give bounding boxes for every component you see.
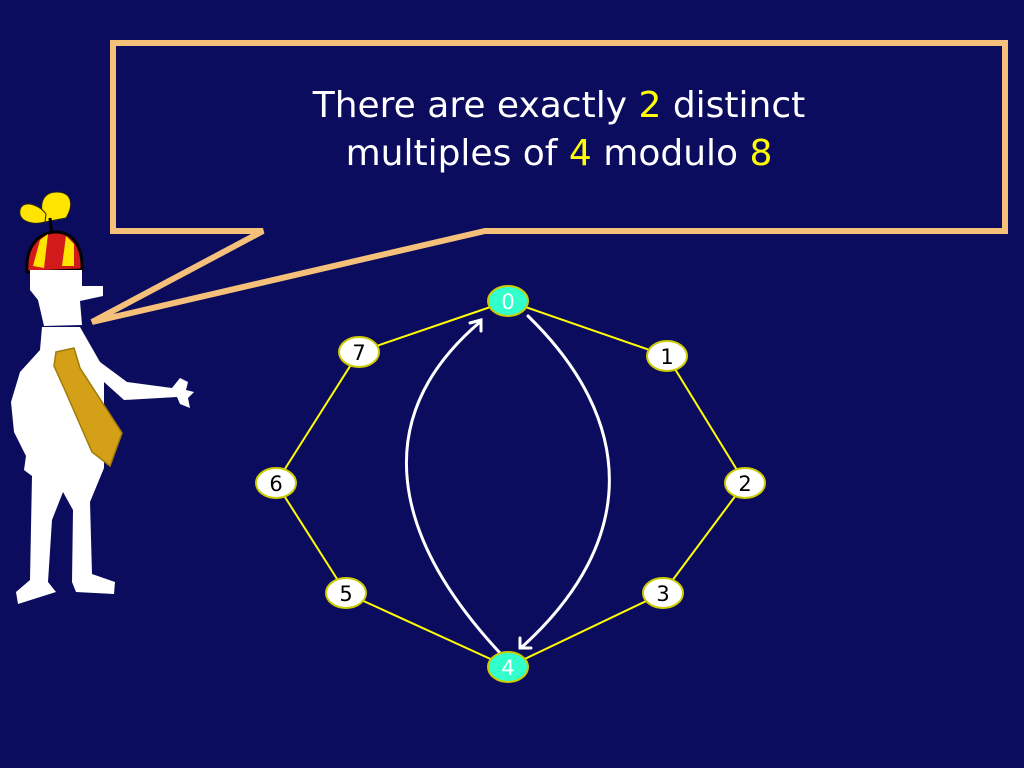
ring-edges [275,300,746,668]
node-3-label: 3 [656,582,669,606]
node-4-label: 4 [501,656,514,680]
propeller-icon [19,191,72,237]
professor-figure [11,191,194,604]
node-5: 5 [325,577,367,609]
ring-edge [358,300,509,353]
body [11,327,194,604]
ring-edge [507,592,664,668]
arrow-4-to-0-head [468,318,483,333]
caption-text: modulo [591,133,750,174]
node-3: 3 [642,577,684,609]
arrow-0-to-4-head [518,636,533,650]
node-7: 7 [338,336,380,368]
tie-icon [53,347,123,468]
speech-bubble-caption: There are exactly 2 distinct multiples o… [113,82,1005,178]
head [30,270,103,326]
node-7-label: 7 [352,341,365,365]
caption-text: There are exactly [312,85,639,126]
caption-line-1: There are exactly 2 distinct [113,82,1005,130]
ring-edge [275,351,360,484]
caption-number: 8 [749,133,773,174]
node-5-label: 5 [339,582,352,606]
ring-edge [662,482,746,594]
caption-line-2: multiples of 4 modulo 8 [113,130,1005,178]
node-6-label: 6 [269,472,282,496]
node-4: 4 [487,651,529,683]
arrow-4-to-0 [405,320,502,655]
ring-edge [275,482,347,594]
caption-number: 4 [568,133,592,174]
node-1: 1 [646,340,688,372]
ring-arrows [405,314,611,655]
node-6: 6 [255,467,297,499]
ring-edge [666,355,746,484]
caption-text: multiples of [345,133,569,174]
node-0-label: 0 [501,290,514,314]
arrow-0-to-4 [520,314,611,649]
node-0: 0 [487,285,529,317]
node-1-label: 1 [660,345,673,369]
caption-text: distinct [661,85,806,126]
node-2: 2 [724,467,766,499]
ring-nodes: 0 1 2 3 4 5 6 [255,285,766,683]
caption-number: 2 [638,85,662,126]
speech-bubble [90,40,1008,325]
node-2-label: 2 [738,472,751,496]
ring-edge [507,300,668,357]
ring-edge [345,592,509,668]
